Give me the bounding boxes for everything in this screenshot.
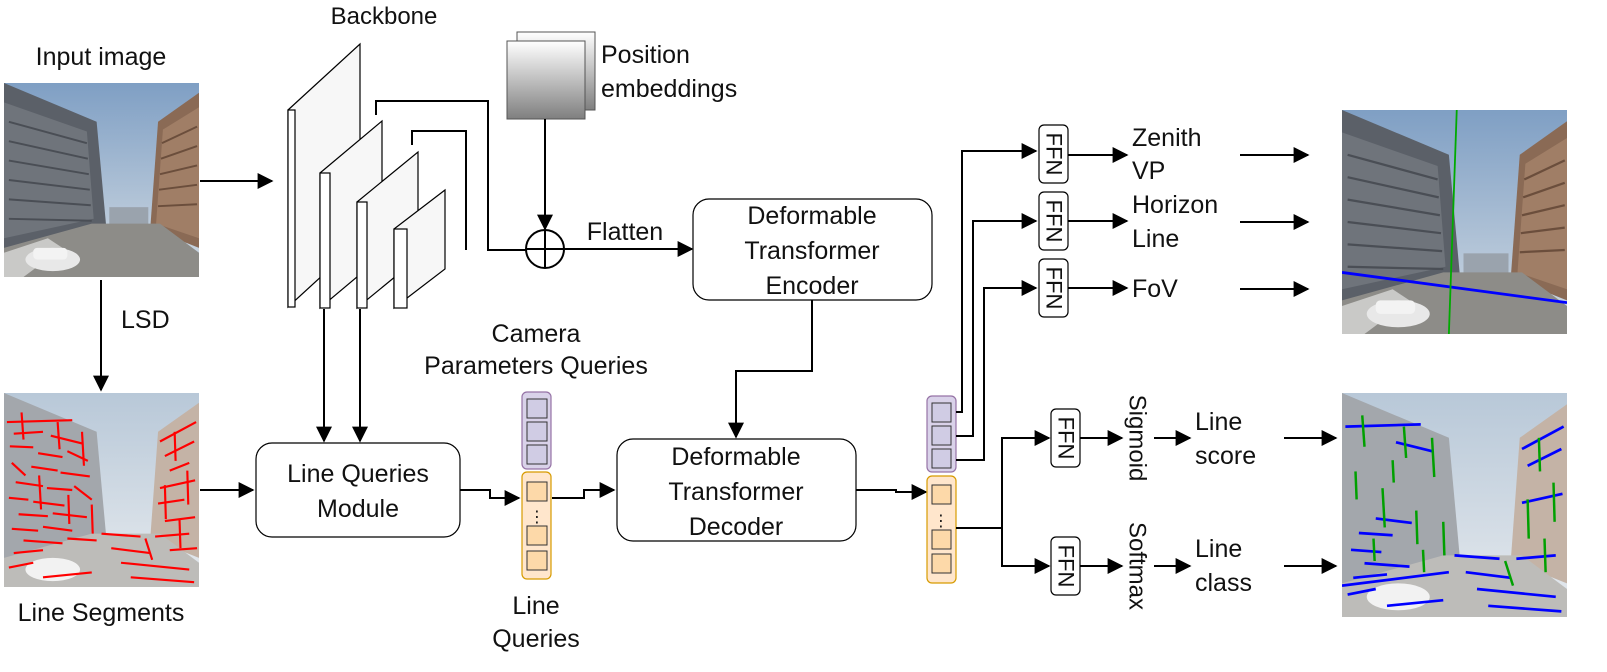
zenith-label-1: Zenith [1132,124,1201,152]
line-class-label-1: Line [1195,535,1242,563]
decoder-text-1: Deformable [671,443,800,471]
ffn-zenith: FFN [1038,124,1069,184]
backbone-layer-4 [393,188,446,310]
position-embeddings-label-2: embeddings [601,75,737,103]
svg-text:FFN: FFN [1042,267,1067,310]
line-queries-label-1: Line [512,592,559,620]
camera-output-image [1342,110,1567,334]
ffn-line-class: FFN [1050,536,1081,596]
position-embeddings-label-1: Position [601,41,690,69]
svg-text:FFN: FFN [1054,417,1079,460]
line-queries-label-2: Queries [492,625,580,653]
position-embeddings [506,31,596,120]
input-image [4,83,199,277]
camera-queries-label-2: Parameters Queries [424,352,648,380]
line-class-label-2: class [1195,569,1252,597]
svg-text:FFN: FFN [1054,545,1079,588]
camera-parameter-queries [521,391,552,470]
sigmoid-label: Sigmoid [1124,395,1151,482]
decoder-text-2: Transformer [668,478,803,506]
decoder-text-3: Decoder [689,513,784,541]
arrow-decoder-to-outputs [856,484,928,500]
line-segments-image [4,393,199,587]
output-line-queries: ⋮ [926,475,957,584]
ffn-fov: FFN [1038,258,1069,318]
encoder-text-3: Encoder [765,272,858,300]
svg-text:FFN: FFN [1042,133,1067,176]
input-image-label: Input image [36,43,167,71]
horizon-label-2: Line [1132,225,1179,253]
backbone-label: Backbone [331,3,438,30]
output-camera-queries [926,395,957,473]
line-score-label-2: score [1195,442,1256,470]
lqm-text-1: Line Queries [287,460,429,488]
arrow-encoder-to-decoder [728,300,813,439]
camera-queries-label-1: Camera [492,320,581,348]
arrow-lqm-to-line-queries [460,489,521,506]
ffn-horizon: FFN [1038,191,1069,251]
softmax-label: Softmax [1124,522,1151,610]
svg-text:⋮: ⋮ [933,513,949,530]
lqm-text-2: Module [317,495,399,523]
ffn-line-score: FFN [1050,408,1081,468]
encoder-text-1: Deformable [747,202,876,230]
line-output-image [1342,393,1567,617]
lsd-label: LSD [121,306,170,334]
line-queries: ⋮ [521,471,552,580]
add-node [525,229,565,269]
zenith-label-2: VP [1132,157,1165,185]
arrow-queries-to-decoder [552,482,616,499]
fov-label: FoV [1132,275,1178,303]
line-score-label-1: Line [1195,408,1242,436]
encoder-text-2: Transformer [744,237,879,265]
flatten-label: Flatten [587,218,663,246]
svg-text:FFN: FFN [1042,200,1067,243]
line-segments-label: Line Segments [18,599,185,627]
svg-text:⋮: ⋮ [529,509,545,526]
line-ffn-connectors [956,430,1051,574]
backbone [287,42,446,310]
camera-ffn-connectors [956,143,1038,461]
feature-connectors [375,100,526,251]
horizon-label-1: Horizon [1132,191,1218,219]
